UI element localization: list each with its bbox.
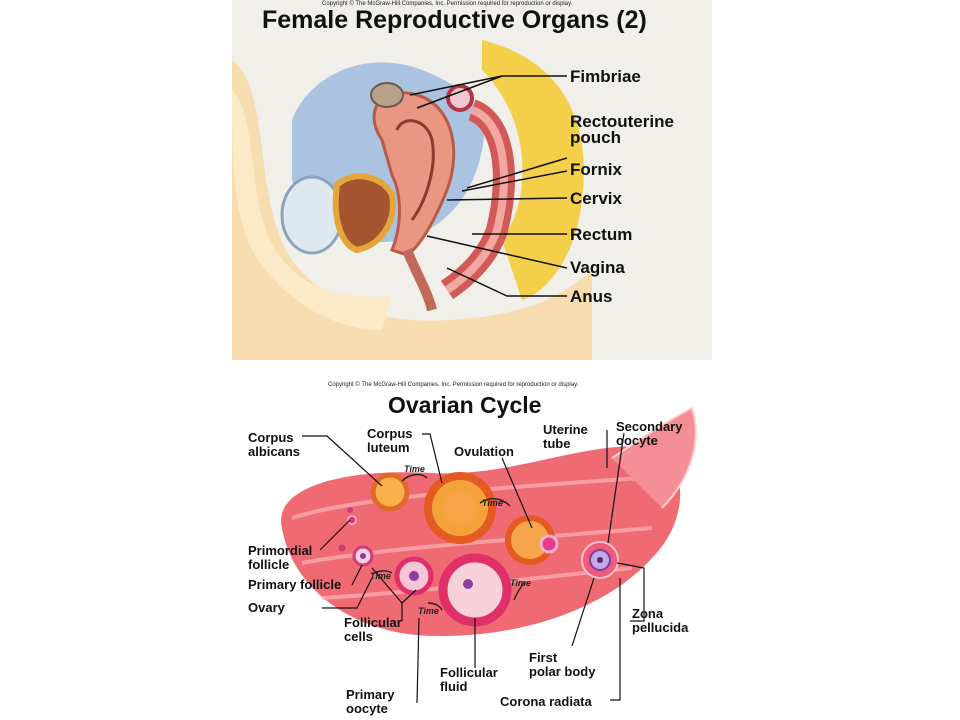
abdominal-wall: [232, 90, 392, 330]
label-follicular-fluid: Follicular: [440, 665, 498, 680]
label-corona-radiata: Corona radiata: [500, 694, 592, 709]
ovarian-cycle-illustration: [281, 406, 697, 704]
primordial-follicle: [347, 515, 357, 525]
label-follicular-cells: Follicular: [344, 615, 402, 630]
top-leader-lines: [409, 75, 568, 297]
ovulated-oocyte: [539, 534, 559, 554]
copyright-notice: Copyright © The McGraw-Hill Companies, I…: [322, 1, 573, 7]
label-first-polar-body-2: polar body: [529, 664, 596, 679]
label-ovulation: Ovulation: [454, 444, 514, 459]
label-ovary: Ovary: [248, 600, 285, 615]
label-zona-pellucida: Zona: [632, 606, 664, 621]
label-rectum: Rectum: [570, 225, 633, 244]
reproductive-organs-panel: Copyright © The McGraw-Hill Companies, I…: [232, 0, 712, 360]
label-anus: Anus: [570, 287, 613, 306]
label-rectouterine-pouch: pouch: [570, 128, 621, 147]
label-uterine-tube-2: tube: [543, 436, 571, 451]
corpus-albicans: [370, 472, 410, 512]
label-corpus-albicans-2: albicans: [248, 444, 301, 459]
time-label-4: Time: [418, 606, 439, 616]
uterine-cavity: [395, 119, 435, 221]
label-rectouterine: Rectouterine: [570, 112, 674, 131]
time-label-3: Time: [370, 571, 391, 581]
bottom-leader-lines: [302, 430, 645, 704]
label-primordial-follicle-2: follicle: [248, 557, 290, 572]
ovarian-cycle-title: Ovarian Cycle: [388, 392, 542, 418]
vagina: [402, 248, 437, 312]
sagittal-section-illustration: [232, 40, 592, 360]
label-primary-oocyte-2: oocyte: [346, 701, 388, 716]
uterine-tube: [611, 406, 697, 509]
label-primary-follicle: Primary follicle: [248, 577, 342, 592]
label-uterine-tube: Uterine: [543, 422, 588, 437]
time-label-2: Time: [482, 498, 503, 508]
label-vagina: Vagina: [570, 258, 625, 277]
label-secondary-oocyte-2: oocyte: [616, 433, 658, 448]
vesicular-follicle: [438, 553, 512, 627]
label-primordial-follicle: Primordial: [248, 543, 313, 558]
label-fimbriae: Fimbriae: [570, 67, 641, 86]
label-corpus-luteum: Corpus: [367, 426, 413, 441]
copyright-notice-2: Copyright © The McGraw-Hill Companies, I…: [328, 382, 579, 388]
label-primary-oocyte: Primary: [346, 687, 395, 702]
time-arrows: [371, 473, 525, 611]
label-first-polar-body: First: [529, 650, 558, 665]
label-corpus-albicans: Corpus: [248, 430, 294, 445]
time-label-5: Time: [510, 578, 531, 588]
label-corpus-luteum-2: luteum: [367, 440, 410, 455]
label-secondary-oocyte: Secondary: [616, 419, 683, 434]
body-skin: [232, 60, 592, 360]
time-label-1: Time: [404, 464, 425, 474]
ovary: [370, 82, 404, 108]
page-title: Female Reproductive Organs (2): [262, 6, 647, 34]
label-cervix: Cervix: [570, 189, 622, 208]
uterine-tube-section: [446, 84, 474, 112]
label-follicular-cells-2: cells: [344, 629, 373, 644]
label-fornix: Fornix: [570, 160, 622, 179]
label-follicular-fluid-2: fluid: [440, 679, 468, 694]
label-zona-pellucida-2: pellucida: [632, 620, 689, 635]
bladder: [280, 175, 344, 255]
sacral-fat: [482, 40, 584, 300]
bladder-wall: [332, 173, 396, 254]
ovarian-cycle-panel: Copyright © The McGraw-Hill Companies, I…: [232, 378, 702, 720]
